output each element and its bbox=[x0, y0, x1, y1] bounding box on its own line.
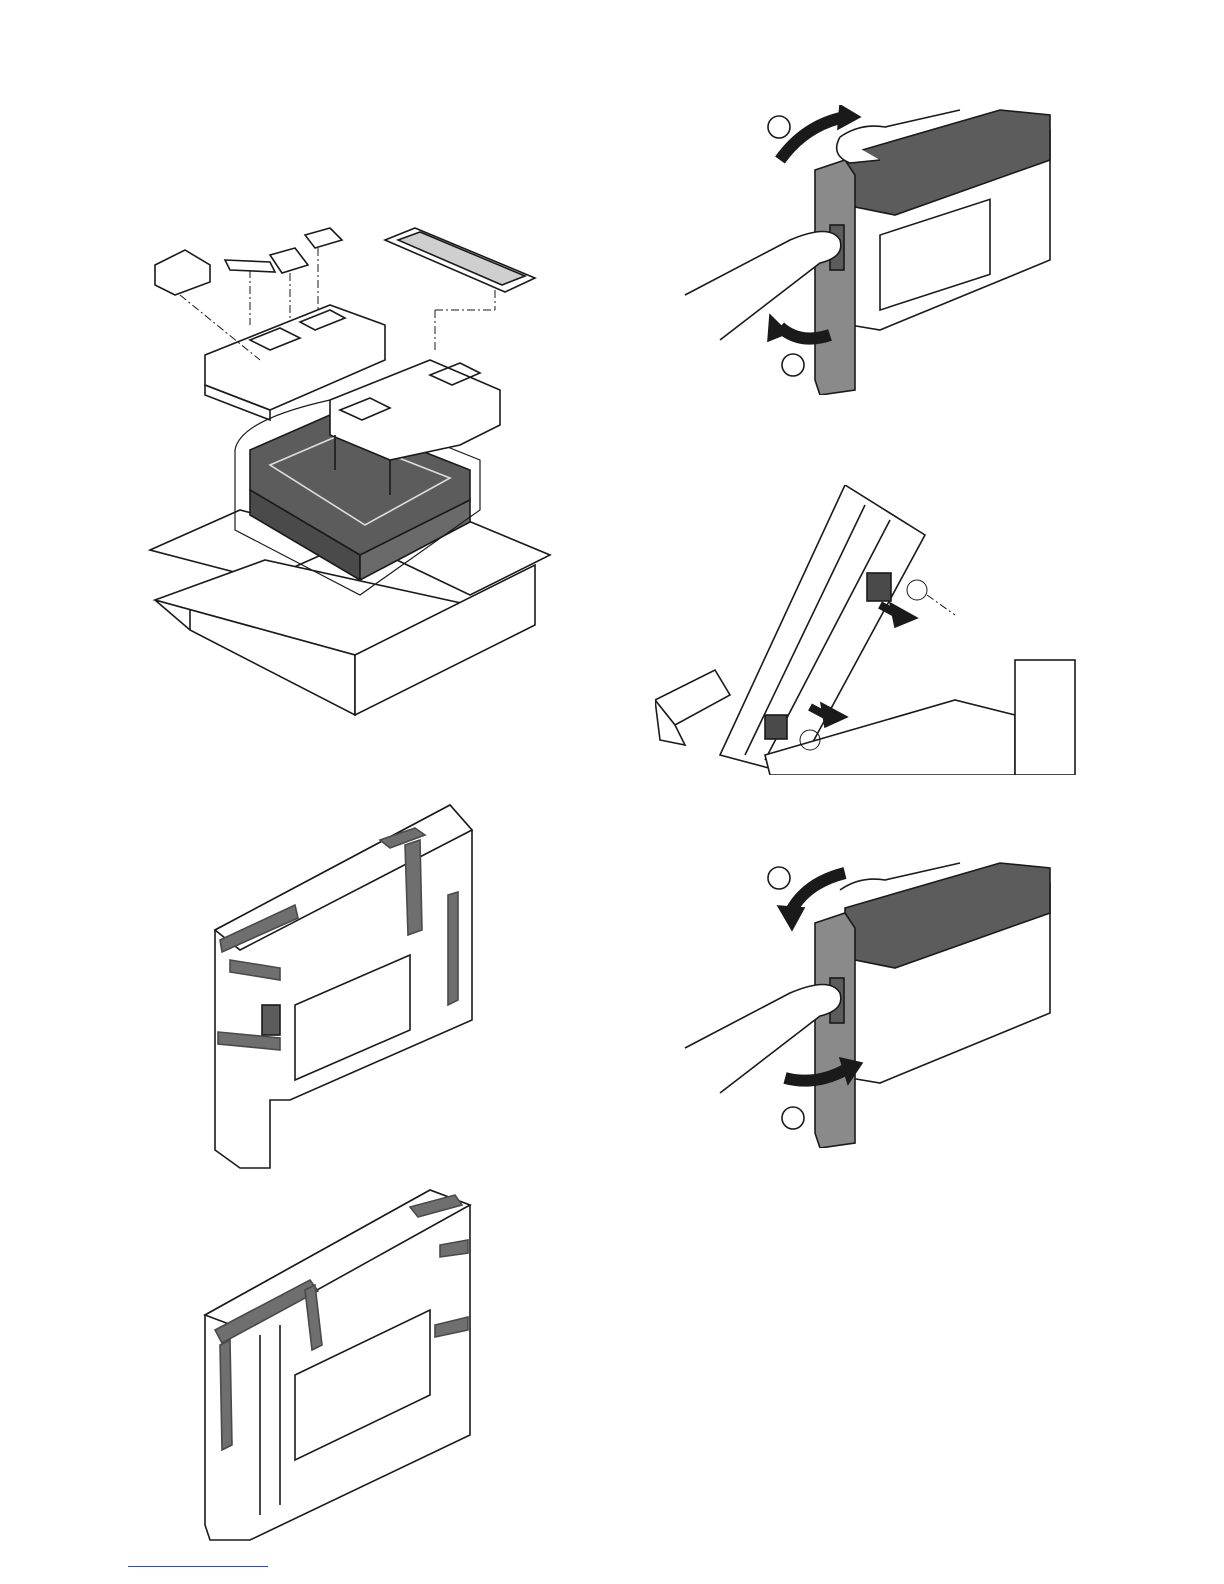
box-packing-icon bbox=[130, 210, 560, 720]
tape-rear-illustration bbox=[200, 1185, 475, 1545]
unit-rear-tape-icon bbox=[200, 1185, 475, 1545]
close-cover-illustration bbox=[680, 858, 1060, 1148]
footer-rule bbox=[128, 1566, 268, 1567]
remove-parts-icon bbox=[655, 485, 1080, 775]
unit-tape-icon bbox=[210, 800, 480, 1170]
hands-close-cover-icon bbox=[680, 858, 1060, 1148]
unpacking-illustration bbox=[130, 210, 560, 720]
tape-front-illustration bbox=[210, 800, 480, 1170]
hands-open-cover-icon bbox=[680, 105, 1060, 395]
remove-fixing-parts-illustration bbox=[655, 485, 1080, 775]
open-cover-illustration bbox=[680, 105, 1060, 395]
